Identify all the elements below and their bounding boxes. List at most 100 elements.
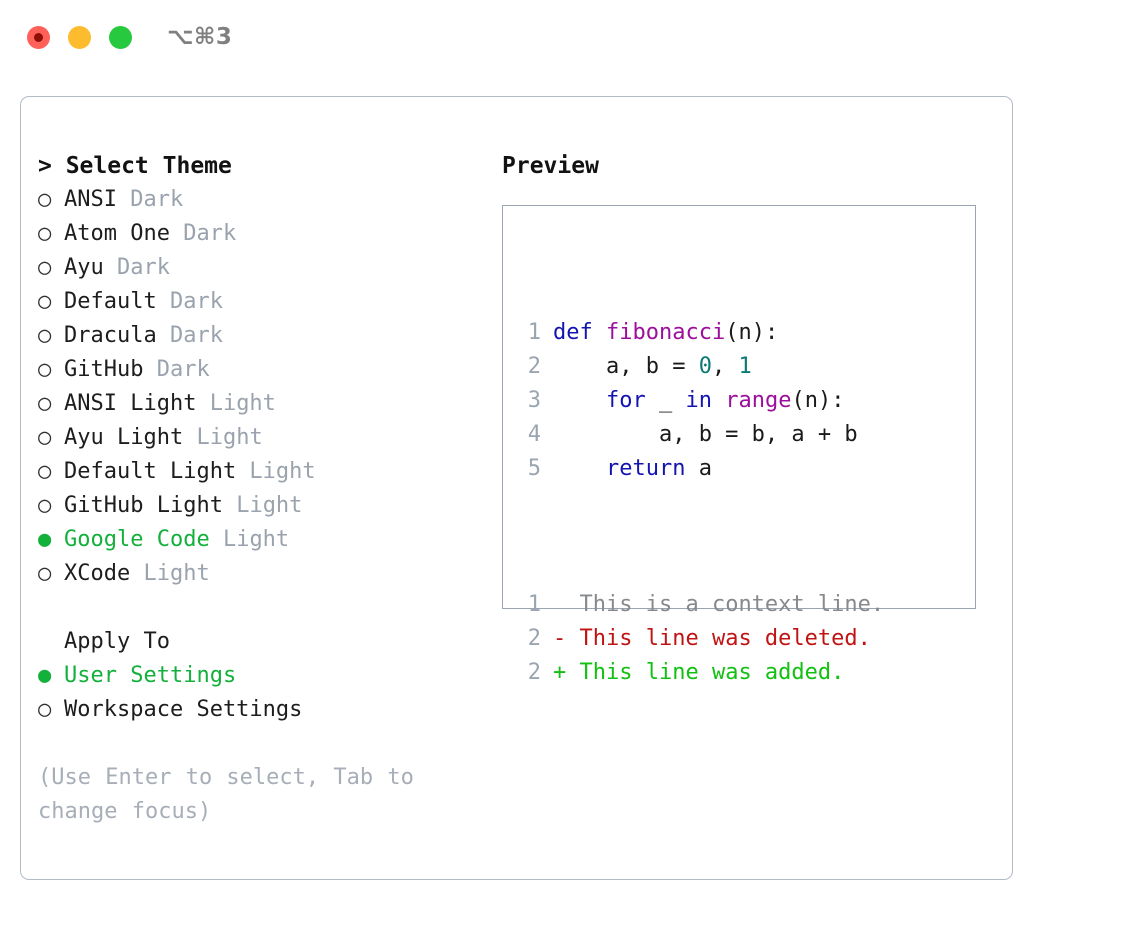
code-token: (n): <box>725 320 779 345</box>
theme-option-ayu-light[interactable]: ○ Ayu Light Light <box>38 421 478 455</box>
code-token: in <box>685 388 712 413</box>
title-bar: ⌥⌘3 <box>0 0 1140 76</box>
diff-line-del: 2- This line was deleted. <box>515 622 884 656</box>
minimize-button-icon[interactable] <box>68 26 91 49</box>
line-number: 2 <box>527 354 541 379</box>
apply-to-option-label: Workspace Settings <box>64 697 303 722</box>
code-token: fibonacci <box>605 320 726 345</box>
traffic-light-buttons <box>27 26 132 49</box>
theme-option-label: Ayu Light <box>64 425 184 450</box>
line-number: 4 <box>527 422 541 447</box>
theme-option-label: Atom One <box>64 221 170 246</box>
radio-unselected-icon: ○ <box>38 289 52 314</box>
theme-option-label: Default Light <box>64 459 237 484</box>
theme-option-ansi-light[interactable]: ○ANSI Light Light <box>38 387 478 421</box>
theme-option-label: Dracula <box>64 323 157 348</box>
apply-to-title: Apply To <box>64 629 170 654</box>
diff-text: This is a context line. <box>579 592 885 617</box>
line-number: 5 <box>527 456 541 481</box>
theme-option-xcode[interactable]: ○ XCode Light <box>38 557 478 591</box>
line-number: 2 <box>527 626 541 651</box>
line-number: 3 <box>527 388 541 413</box>
code-token: for <box>605 388 646 413</box>
diff-line-ctx: 1 This is a context line. <box>515 588 884 622</box>
code-token: 0 <box>698 354 712 379</box>
theme-option-variant: Dark <box>156 289 223 314</box>
theme-option-github-light[interactable]: ○ GitHub Light Light <box>38 489 478 523</box>
theme-option-label: ANSI <box>64 187 117 212</box>
radio-unselected-icon: ○ <box>38 323 52 348</box>
code-token: _ <box>645 388 686 413</box>
theme-option-variant: Light <box>222 493 303 518</box>
radio-unselected-icon: ○ <box>38 697 52 722</box>
theme-option-label: Google Code <box>64 527 210 552</box>
line-number: 1 <box>527 592 541 617</box>
theme-option-label: GitHub Light <box>64 493 223 518</box>
theme-option-label: Ayu <box>64 255 104 280</box>
theme-list-title: > Select Theme <box>38 153 232 179</box>
theme-option-variant: Light <box>236 459 316 484</box>
theme-option-dracula[interactable]: ○Dracula Dark <box>38 319 478 353</box>
radio-selected-icon: ● <box>38 663 52 688</box>
theme-option-variant: Dark <box>143 357 210 382</box>
code-token <box>553 388 606 413</box>
theme-option-atom-one[interactable]: ○Atom One Dark <box>38 217 478 251</box>
radio-unselected-icon: ○ <box>38 493 52 518</box>
radio-unselected-icon: ○ <box>38 425 52 450</box>
theme-option-default-light[interactable]: ○ Default Light Light <box>38 455 478 489</box>
theme-option-list: ○ ANSI Dark ○ Atom One Dark ○ Ayu Dark ○ Defaul… <box>38 183 478 591</box>
theme-selection-column: > Select Theme ○ANSI Dark○Atom One Dark○… <box>38 149 478 829</box>
maximize-button-icon[interactable] <box>109 26 132 49</box>
code-token: (n): <box>791 388 845 413</box>
theme-option-variant: Light <box>209 527 290 552</box>
radio-unselected-icon: ○ <box>38 391 52 416</box>
theme-option-variant: Dark <box>116 187 184 212</box>
apply-to-option-list: ● User Settings ○ Workspace Settings <box>38 659 478 727</box>
code-line: 5 return a <box>515 452 884 486</box>
apply-to-option-label: User Settings <box>64 663 237 688</box>
radio-unselected-icon: ○ <box>38 187 52 212</box>
line-number: 2 <box>527 660 541 685</box>
code-line: 1 def fibonacci(n): <box>515 316 884 350</box>
code-token: return <box>605 456 686 481</box>
theme-option-label: Default <box>64 289 157 314</box>
theme-option-default[interactable]: ○ Default Dark <box>38 285 478 319</box>
apply-to-option-workspace-settings[interactable]: ○ Workspace Settings <box>38 693 478 727</box>
keyboard-hint-text: (Use Enter to select, Tab to change focu… <box>38 765 414 824</box>
keyboard-shortcut-label: ⌥⌘3 <box>167 24 233 50</box>
close-button-icon[interactable] <box>27 26 50 49</box>
theme-option-variant: Dark <box>103 255 170 280</box>
diff-marker: + <box>553 660 580 685</box>
apply-to-option-user-settings[interactable]: ● User Settings <box>38 659 478 693</box>
diff-marker <box>553 592 580 617</box>
radio-unselected-icon: ○ <box>38 357 52 382</box>
theme-option-github[interactable]: ○ GitHub Dark <box>38 353 478 387</box>
radio-unselected-icon: ○ <box>38 561 52 586</box>
diff-marker: - <box>553 626 580 651</box>
diff-text: This line was added. <box>579 660 845 685</box>
theme-option-label: GitHub <box>64 357 144 382</box>
diff-line-add: 2 + This line was added. <box>515 656 884 690</box>
code-token: a <box>685 456 712 481</box>
theme-option-google-code[interactable]: ● Google Code Light <box>38 523 478 557</box>
code-line: 4 a, b = b, a + b <box>515 418 884 452</box>
radio-unselected-icon: ○ <box>38 221 52 246</box>
line-number: 1 <box>527 320 541 345</box>
theme-option-label: XCode <box>64 561 131 586</box>
radio-unselected-icon: ○ <box>38 255 52 280</box>
diff-text: This line was deleted. <box>579 626 871 651</box>
theme-option-ansi[interactable]: ○ ANSI Dark <box>38 183 478 217</box>
theme-option-ayu[interactable]: ○ Ayu Dark <box>38 251 478 285</box>
code-token: 1 <box>738 354 752 379</box>
diff-sample: 1 This is a context line.2- This line wa… <box>515 588 884 690</box>
theme-option-variant: Light <box>196 391 276 416</box>
theme-picker-card: > Select Theme ○ANSI Dark○Atom One Dark○… <box>20 96 1013 880</box>
code-token: def <box>553 320 606 345</box>
radio-unselected-icon: ○ <box>38 459 52 484</box>
theme-option-variant: Light <box>130 561 210 586</box>
theme-option-variant: Light <box>183 425 263 450</box>
radio-selected-icon: ● <box>38 527 52 552</box>
